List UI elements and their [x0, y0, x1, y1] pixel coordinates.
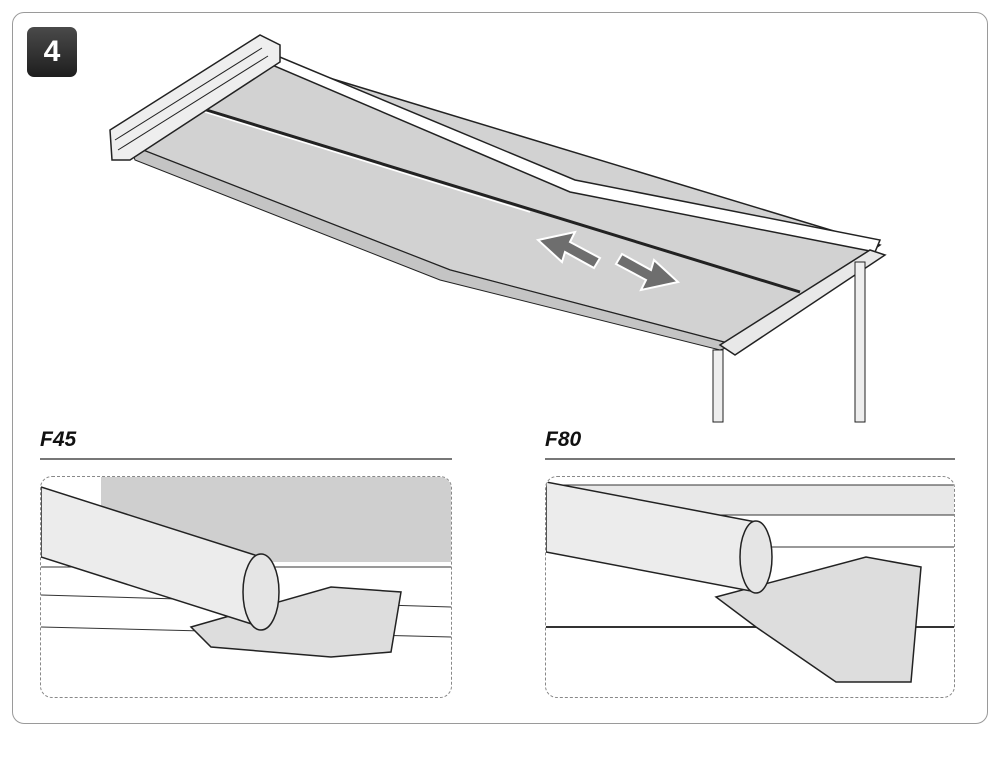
- figure-frame: [12, 12, 988, 724]
- step-badge: 4: [27, 27, 77, 77]
- front-bar: [718, 249, 887, 356]
- detail-label-f45: F45: [40, 428, 77, 451]
- divider: [545, 458, 955, 460]
- detail-label-f80: F80: [545, 428, 582, 451]
- leg-right: [854, 261, 866, 423]
- divider: [40, 458, 452, 460]
- leg-left: [712, 349, 724, 423]
- detail-panel-f80: [545, 476, 955, 698]
- awning-illustration: [109, 34, 887, 423]
- detail-panel-f45: [40, 476, 452, 698]
- double-arrow-icon: [535, 230, 681, 292]
